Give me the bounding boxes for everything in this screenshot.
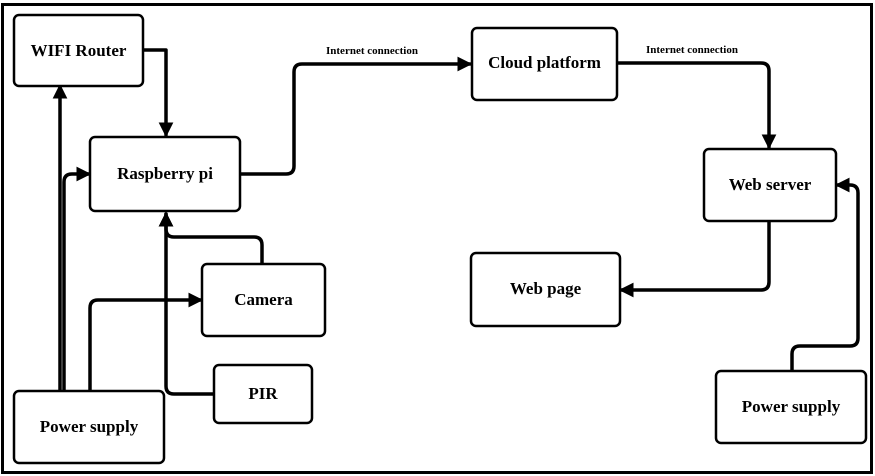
node-pir: PIR bbox=[212, 363, 314, 425]
node-label: PIR bbox=[248, 384, 278, 403]
node-web-page: Web page bbox=[469, 251, 622, 328]
node-cloud-platform: Cloud platform bbox=[470, 26, 619, 102]
node-label: Power supply bbox=[40, 417, 139, 436]
node-label: Power supply bbox=[742, 397, 841, 416]
node-box bbox=[714, 369, 868, 445]
edge-pi-to-cloud bbox=[238, 56, 473, 176]
node-box bbox=[12, 389, 166, 465]
edge-label-cloud-to-server: Internet connection bbox=[646, 44, 738, 56]
edge-power-to-camera bbox=[88, 292, 204, 392]
node-box bbox=[470, 26, 619, 102]
edge-pir-to-pi bbox=[158, 211, 216, 396]
node-box bbox=[12, 13, 145, 88]
diagram-frame bbox=[1, 3, 873, 474]
node-label: Cloud platform bbox=[488, 53, 601, 72]
node-box bbox=[212, 363, 314, 425]
node-camera: Camera bbox=[200, 262, 327, 338]
node-wifi-router: WIFI Router bbox=[12, 13, 145, 88]
edge-server-to-webpage bbox=[618, 220, 771, 298]
node-box bbox=[702, 147, 838, 223]
node-power-supply-left: Power supply bbox=[12, 389, 166, 465]
node-box bbox=[469, 251, 622, 328]
edge-cloud-to-server bbox=[615, 61, 777, 150]
node-label: WIFI Router bbox=[31, 41, 127, 60]
node-box bbox=[88, 135, 242, 213]
node-label: Camera bbox=[234, 290, 293, 309]
edges bbox=[52, 48, 860, 396]
edge-label-pi-to-cloud: Internet connection bbox=[326, 45, 418, 57]
edge-camera-to-pi bbox=[158, 211, 264, 266]
node-box bbox=[200, 262, 327, 338]
edge-power-to-pi bbox=[62, 166, 92, 392]
node-label: Web server bbox=[729, 175, 812, 194]
edge-power-to-server bbox=[790, 177, 860, 373]
node-power-supply-right: Power supply bbox=[714, 369, 868, 445]
node-web-server: Web server bbox=[702, 147, 838, 223]
node-label: Raspberry pi bbox=[117, 164, 213, 183]
node-label: Web page bbox=[510, 279, 582, 298]
edge-router-to-pi bbox=[141, 48, 174, 138]
node-raspberry-pi: Raspberry pi bbox=[88, 135, 242, 213]
